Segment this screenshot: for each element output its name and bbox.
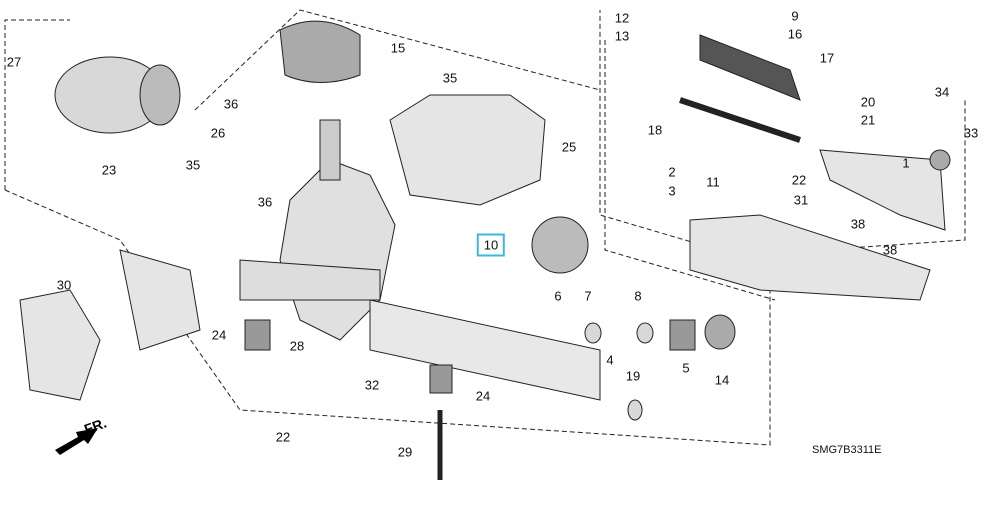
callout-27[interactable]: 27 <box>6 54 22 70</box>
callout-2[interactable]: 2 <box>668 164 676 180</box>
callout-19[interactable]: 19 <box>625 368 641 384</box>
callout-36[interactable]: 36 <box>223 96 239 112</box>
diagram-code: SMG7B3311E <box>812 444 882 456</box>
callout-15[interactable]: 15 <box>390 40 406 56</box>
bellows-part <box>699 34 801 101</box>
callout-31[interactable]: 31 <box>793 192 809 208</box>
callout-17[interactable]: 17 <box>819 50 835 66</box>
callout-38[interactable]: 38 <box>850 216 866 232</box>
callout-10[interactable]: 10 <box>476 233 506 257</box>
callout-23[interactable]: 23 <box>101 162 117 178</box>
callout-22[interactable]: 22 <box>791 172 807 188</box>
bearing-part <box>531 216 589 274</box>
boot-part <box>279 20 361 83</box>
cover-part <box>389 94 546 206</box>
callout-13[interactable]: 13 <box>614 28 630 44</box>
callout-4[interactable]: 4 <box>606 352 614 368</box>
callout-11[interactable]: 11 <box>706 174 720 190</box>
callout-26[interactable]: 26 <box>210 125 226 141</box>
callout-35[interactable]: 35 <box>185 157 201 173</box>
callout-25[interactable]: 25 <box>561 139 577 155</box>
callout-35[interactable]: 35 <box>442 70 458 86</box>
callout-14[interactable]: 14 <box>714 372 730 388</box>
callout-3[interactable]: 3 <box>668 183 676 199</box>
callout-28[interactable]: 28 <box>289 338 305 354</box>
callout-8[interactable]: 8 <box>634 288 642 304</box>
callout-29[interactable]: 29 <box>397 444 413 460</box>
callout-9[interactable]: 9 <box>791 8 799 24</box>
callout-30[interactable]: 30 <box>56 277 72 293</box>
callout-22[interactable]: 22 <box>275 429 291 445</box>
rack-tube <box>369 299 601 401</box>
callout-36[interactable]: 36 <box>257 194 273 210</box>
front-arrow-icon <box>55 428 98 455</box>
callout-38[interactable]: 38 <box>882 242 898 258</box>
callout-24[interactable]: 24 <box>475 388 491 404</box>
assembly-frame-lines <box>4 9 966 446</box>
bracket-part <box>689 214 931 301</box>
callout-16[interactable]: 16 <box>787 26 803 42</box>
callout-5[interactable]: 5 <box>682 360 690 376</box>
tie-rod-end <box>819 149 946 231</box>
callout-21[interactable]: 21 <box>860 112 876 128</box>
callout-20[interactable]: 20 <box>860 94 876 110</box>
callout-33[interactable]: 33 <box>963 125 979 141</box>
callout-7[interactable]: 7 <box>584 288 592 304</box>
callout-6[interactable]: 6 <box>554 288 562 304</box>
callout-18[interactable]: 18 <box>647 122 663 138</box>
callout-24[interactable]: 24 <box>211 327 227 343</box>
callout-1[interactable]: 1 <box>902 155 910 171</box>
callout-12[interactable]: 12 <box>614 10 630 26</box>
callout-32[interactable]: 32 <box>364 377 380 393</box>
callout-34[interactable]: 34 <box>934 84 950 100</box>
